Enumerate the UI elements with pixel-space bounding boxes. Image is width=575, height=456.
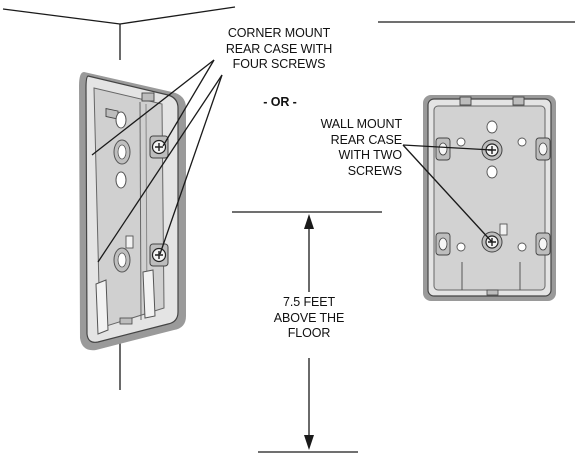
arrow-up-icon	[304, 214, 314, 229]
wall-mount-callouts	[402, 144, 493, 243]
height-label: 7.5 FEET ABOVE THE FLOOR	[273, 295, 345, 340]
corner-mount-callouts	[91, 59, 223, 263]
wall-mount-rear-case	[423, 95, 556, 301]
corner-mount-label: CORNER MOUNT REAR CASE WITH FOUR SCREWS	[225, 26, 333, 71]
wall-mount-label: WALL MOUNT REAR CASE WITH TWO SCREWS	[320, 117, 403, 178]
or-label: - OR -	[263, 95, 297, 109]
height-dimension	[232, 211, 382, 453]
arrow-down-icon	[304, 435, 314, 450]
